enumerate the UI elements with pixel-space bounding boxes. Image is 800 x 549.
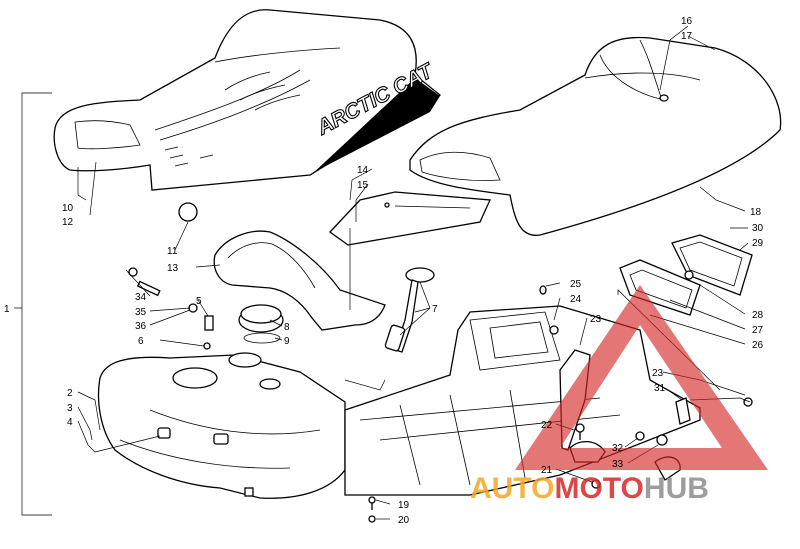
callout-13: 13 <box>167 263 179 274</box>
callout-31: 31 <box>654 383 666 394</box>
callout-19: 19 <box>398 500 410 511</box>
bottom-bolts <box>368 496 376 523</box>
callout-34: 34 <box>135 292 147 303</box>
callout-29: 29 <box>752 238 764 249</box>
callout-11: 11 <box>167 246 178 257</box>
gas-cap <box>238 304 284 344</box>
callout-10: 10 <box>62 203 74 214</box>
front-seat: ARCTIC CAT <box>53 9 442 191</box>
callout-27: 27 <box>752 325 764 336</box>
watermark: AUTOMOTOHUB <box>470 285 768 505</box>
callout-25: 25 <box>570 279 582 290</box>
watermark-moto: MOTO <box>554 472 643 505</box>
watermark-auto: AUTO <box>470 472 554 505</box>
watermark-triangle <box>515 285 768 470</box>
callout-7: 7 <box>432 304 438 315</box>
callout-8: 8 <box>284 322 290 333</box>
callout-24: 24 <box>570 294 582 305</box>
fuel-tank <box>97 352 346 499</box>
fuel-sender <box>384 267 435 353</box>
callout-15: 15 <box>357 180 369 191</box>
callout-21: 21 <box>541 465 553 476</box>
callout-18: 18 <box>750 207 762 218</box>
callout-23a: 23 <box>590 314 602 325</box>
callout-22: 22 <box>541 420 553 431</box>
callout-6: 6 <box>138 336 144 347</box>
seat-tray <box>213 230 386 331</box>
leader-lines <box>77 25 749 520</box>
callout-36: 36 <box>135 321 147 332</box>
rear-seat <box>409 36 782 236</box>
callout-17: 17 <box>681 31 693 42</box>
callout-1: 1 <box>4 304 10 315</box>
watermark-hub: HUB <box>644 472 709 505</box>
callout-32: 32 <box>612 443 624 454</box>
support-bracket <box>329 191 491 246</box>
callout-14: 14 <box>357 165 369 176</box>
callout-20: 20 <box>398 515 410 526</box>
callout-4: 4 <box>67 417 73 428</box>
callout-3: 3 <box>67 403 73 414</box>
watermark-text: AUTOMOTOHUB <box>470 472 709 505</box>
callout-12: 12 <box>62 217 74 228</box>
callout-16: 16 <box>681 16 693 27</box>
callout-labels: 1 2 3 4 5 6 7 8 9 10 11 12 13 14 15 16 1… <box>4 16 764 526</box>
callout-23b: 23 <box>652 368 664 379</box>
callout-28: 28 <box>752 310 764 321</box>
taillight <box>619 234 753 316</box>
callout-5: 5 <box>196 296 202 307</box>
callout-30: 30 <box>752 223 764 234</box>
assembly-bracket <box>14 92 52 516</box>
callout-26: 26 <box>752 340 764 351</box>
callout-33: 33 <box>612 459 624 470</box>
callout-35: 35 <box>135 307 147 318</box>
callout-9: 9 <box>284 336 290 347</box>
callout-2: 2 <box>67 388 73 399</box>
